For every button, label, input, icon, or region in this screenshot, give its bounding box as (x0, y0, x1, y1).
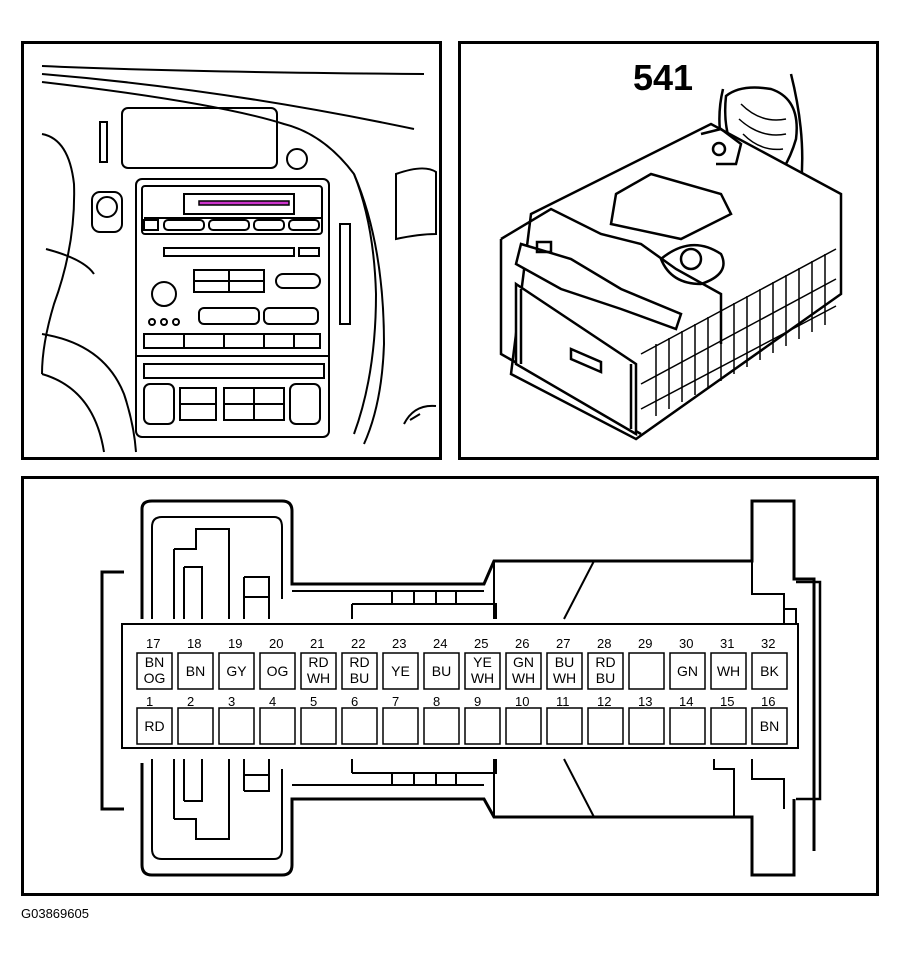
top-row-pin-number: 32 (761, 636, 775, 651)
top-row-pin-number: 17 (146, 636, 160, 651)
cassette-slot-highlight (198, 200, 290, 206)
top-row-pin-cavity (669, 652, 706, 690)
wire-color-label: GY (226, 663, 247, 679)
top-row-pin-cavity (259, 652, 296, 690)
top-row-pin-cavity (423, 652, 460, 690)
bottom-row-pin-cavity (300, 707, 337, 745)
top-row-pin-number: 20 (269, 636, 283, 651)
bottom-row-pin-cavity (136, 707, 173, 745)
wire-color-label: BU (432, 663, 451, 679)
top-row-pin-number: 30 (679, 636, 693, 651)
wire-color-label: BU (350, 670, 369, 686)
bottom-row-pin-cavity (546, 707, 583, 745)
bottom-row-pin-cavity (259, 707, 296, 745)
wire-color-label: WH (553, 670, 576, 686)
bottom-row-pin-cavity (177, 707, 214, 745)
wire-color-label: BU (555, 654, 574, 670)
top-row-pin-number: 27 (556, 636, 570, 651)
top-row-pin-cavity (300, 652, 337, 690)
wire-color-label: RD (349, 654, 369, 670)
top-row-pin-cavity (218, 652, 255, 690)
top-row-pin-number: 21 (310, 636, 324, 651)
wire-color-label: OG (144, 670, 166, 686)
wire-color-label: BN (760, 718, 779, 734)
bottom-row-pin-number: 1 (146, 694, 153, 709)
bottom-row-pin-cavity (341, 707, 378, 745)
bottom-row-pin-cavity (751, 707, 788, 745)
connector-illustration: 541 (499, 57, 843, 441)
wire-color-label: BN (145, 654, 164, 670)
bottom-row-pin-number: 4 (269, 694, 276, 709)
bottom-row-pin-number: 16 (761, 694, 775, 709)
bottom-row-pin-number: 12 (597, 694, 611, 709)
top-row-pin-cavity (136, 652, 173, 690)
bottom-row-pin-number: 6 (351, 694, 358, 709)
pinout-diagram: 17BNOG18BN19GY20OG21RDWH22RDBU23YE24BU25… (100, 499, 822, 877)
wire-color-label: BK (760, 663, 779, 679)
bottom-row-pin-cavity (464, 707, 501, 745)
connector-view-panel: 541 (458, 41, 879, 460)
bottom-row-pin-cavity (710, 707, 747, 745)
top-row-pin-number: 31 (720, 636, 734, 651)
dashboard-illustration (41, 65, 437, 453)
pin-grid: 17BNOG18BN19GY20OG21RDWH22RDBU23YE24BU25… (136, 636, 788, 745)
top-row-pin-number: 22 (351, 636, 365, 651)
bottom-row-pin-number: 11 (556, 694, 570, 709)
dashboard-location-panel (21, 41, 442, 460)
top-row-pin-cavity (710, 652, 747, 690)
wire-color-label: RD (144, 718, 164, 734)
bottom-row-pin-number: 13 (638, 694, 652, 709)
bottom-row-pin-number: 14 (679, 694, 693, 709)
wire-color-label: YE (391, 663, 410, 679)
bottom-row-pin-number: 10 (515, 694, 529, 709)
bottom-row-pin-number: 15 (720, 694, 734, 709)
wire-color-label: GN (677, 663, 698, 679)
top-row-pin-cavity (546, 652, 583, 690)
bottom-row-pin-cavity (218, 707, 255, 745)
top-row-pin-number: 23 (392, 636, 406, 651)
top-row-pin-number: 28 (597, 636, 611, 651)
top-row-pin-cavity (628, 652, 665, 690)
wire-color-label: WH (512, 670, 535, 686)
bottom-row-pin-cavity (587, 707, 624, 745)
bottom-row-pin-cavity (423, 707, 460, 745)
wire-color-label: BN (186, 663, 205, 679)
top-row-pin-number: 19 (228, 636, 242, 651)
top-row-pin-cavity (751, 652, 788, 690)
top-row-pin-number: 29 (638, 636, 652, 651)
bottom-row-pin-number: 2 (187, 694, 194, 709)
top-row-pin-number: 25 (474, 636, 488, 651)
wire-color-label: GN (513, 654, 534, 670)
top-row-pin-cavity (177, 652, 214, 690)
wire-color-label: WH (471, 670, 494, 686)
top-row-pin-cavity (505, 652, 542, 690)
bottom-row-pin-cavity (382, 707, 419, 745)
wire-color-label: WH (717, 663, 740, 679)
figure-code: G03869605 (21, 906, 89, 921)
top-row-pin-number: 18 (187, 636, 201, 651)
top-row-pin-cavity (587, 652, 624, 690)
bottom-row-pin-number: 8 (433, 694, 440, 709)
bottom-row-pin-number: 5 (310, 694, 317, 709)
bottom-row-pin-number: 7 (392, 694, 399, 709)
top-row-pin-cavity (382, 652, 419, 690)
wire-color-label: WH (307, 670, 330, 686)
connector-ref-label: 541 (633, 57, 693, 98)
bottom-row-pin-number: 9 (474, 694, 481, 709)
bottom-row-pin-cavity (669, 707, 706, 745)
wire-color-label: RD (595, 654, 615, 670)
bottom-row-pin-cavity (505, 707, 542, 745)
wire-color-label: RD (308, 654, 328, 670)
top-row-pin-number: 24 (433, 636, 447, 651)
bottom-row-pin-cavity (628, 707, 665, 745)
top-row-pin-cavity (464, 652, 501, 690)
top-row-pin-cavity (341, 652, 378, 690)
top-row-pin-number: 26 (515, 636, 529, 651)
wire-color-label: YE (473, 654, 492, 670)
wire-color-label: BU (596, 670, 615, 686)
wire-color-label: OG (267, 663, 289, 679)
bottom-row-pin-number: 3 (228, 694, 235, 709)
